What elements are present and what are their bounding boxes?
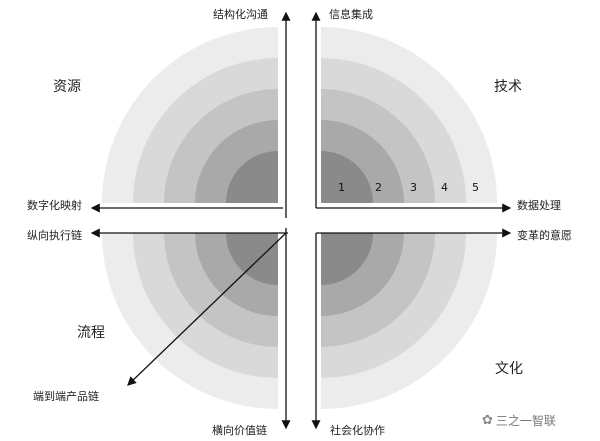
quadrant-title-resources: 资源	[53, 79, 81, 95]
axis-label-information-integration: 信息集成	[329, 8, 373, 21]
wechat-icon: ✿	[482, 413, 493, 428]
ring-bottom-right-1	[321, 233, 373, 285]
axis-label-structured-communication: 结构化沟通	[213, 8, 268, 21]
axis-label-data-processing: 数据处理	[517, 199, 561, 212]
ring-top-right-1	[321, 151, 373, 203]
ring-number-2: 2	[375, 181, 382, 194]
ring-top-left-1	[226, 151, 278, 203]
quadrant-title-technology: 技术	[494, 79, 522, 95]
axis-label-end-to-end-product-chain: 端到端产品链	[33, 390, 99, 403]
watermark-text: 三之一智联	[495, 414, 556, 428]
axis-label-social-collaboration: 社会化协作	[330, 424, 385, 437]
quadrant-title-process: 流程	[77, 325, 105, 341]
watermark: ✿ 三之一智联	[482, 412, 556, 429]
ring-number-5: 5	[472, 181, 479, 194]
ring-number-3: 3	[410, 181, 417, 194]
axis-label-willingness-to-change: 变革的意愿	[517, 229, 572, 242]
axis-label-horizontal-value-chain: 横向价值链	[212, 424, 267, 437]
axis-end-to-end-product-chain	[127, 232, 287, 386]
ring-number-1: 1	[338, 181, 345, 194]
axes	[90, 11, 512, 430]
ring-number-4: 4	[441, 181, 448, 194]
axis-label-digital-mapping: 数字化映射	[27, 199, 82, 212]
ring-bottom-left-1	[226, 233, 278, 285]
axis-label-vertical-execution-chain: 纵向执行链	[27, 229, 82, 242]
quadrant-rings	[102, 27, 497, 409]
quadrant-title-culture: 文化	[495, 361, 523, 377]
